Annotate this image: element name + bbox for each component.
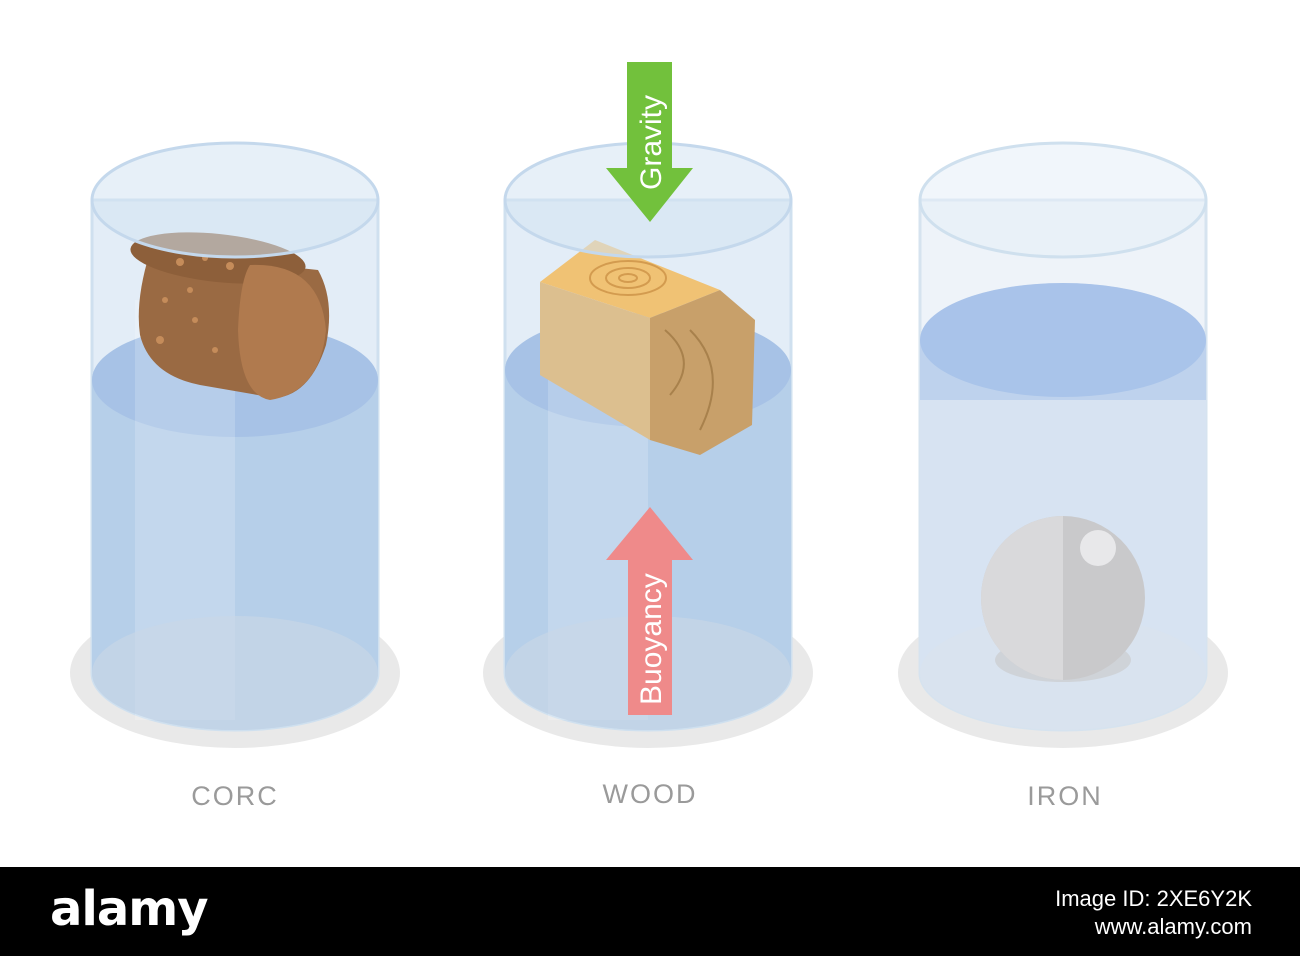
image-info: Image ID: 2XE6Y2K www.alamy.com [1055, 885, 1252, 941]
iron-object [981, 516, 1145, 682]
cork-glass-bottom [92, 616, 378, 730]
buoyancy-arrow: Buoyancy [606, 507, 693, 715]
wood-object [540, 240, 755, 455]
buoyancy-label: Buoyancy [635, 573, 668, 705]
cork-glass-rim [90, 141, 380, 259]
stock-footer: alamy Image ID: 2XE6Y2K www.alamy.com [0, 867, 1300, 956]
iron-glass-rim [918, 141, 1208, 259]
image-id: Image ID: 2XE6Y2K [1055, 886, 1252, 911]
buoyancy-diagram: Gravity Buoyancy CORC WOOD IRON [70, 62, 1228, 811]
cork-label: CORC [191, 781, 279, 811]
iron-label: IRON [1027, 781, 1103, 811]
image-url: www.alamy.com [1094, 914, 1252, 939]
gravity-label: Gravity [635, 95, 668, 190]
cork-glass [70, 141, 400, 748]
iron-water-band [920, 340, 1206, 400]
alamy-logo: alamy [50, 881, 209, 937]
wood-glass: Gravity Buoyancy [483, 62, 813, 748]
iron-glass [898, 141, 1228, 748]
wood-label: WOOD [603, 779, 698, 809]
gravity-arrow: Gravity [606, 62, 693, 222]
